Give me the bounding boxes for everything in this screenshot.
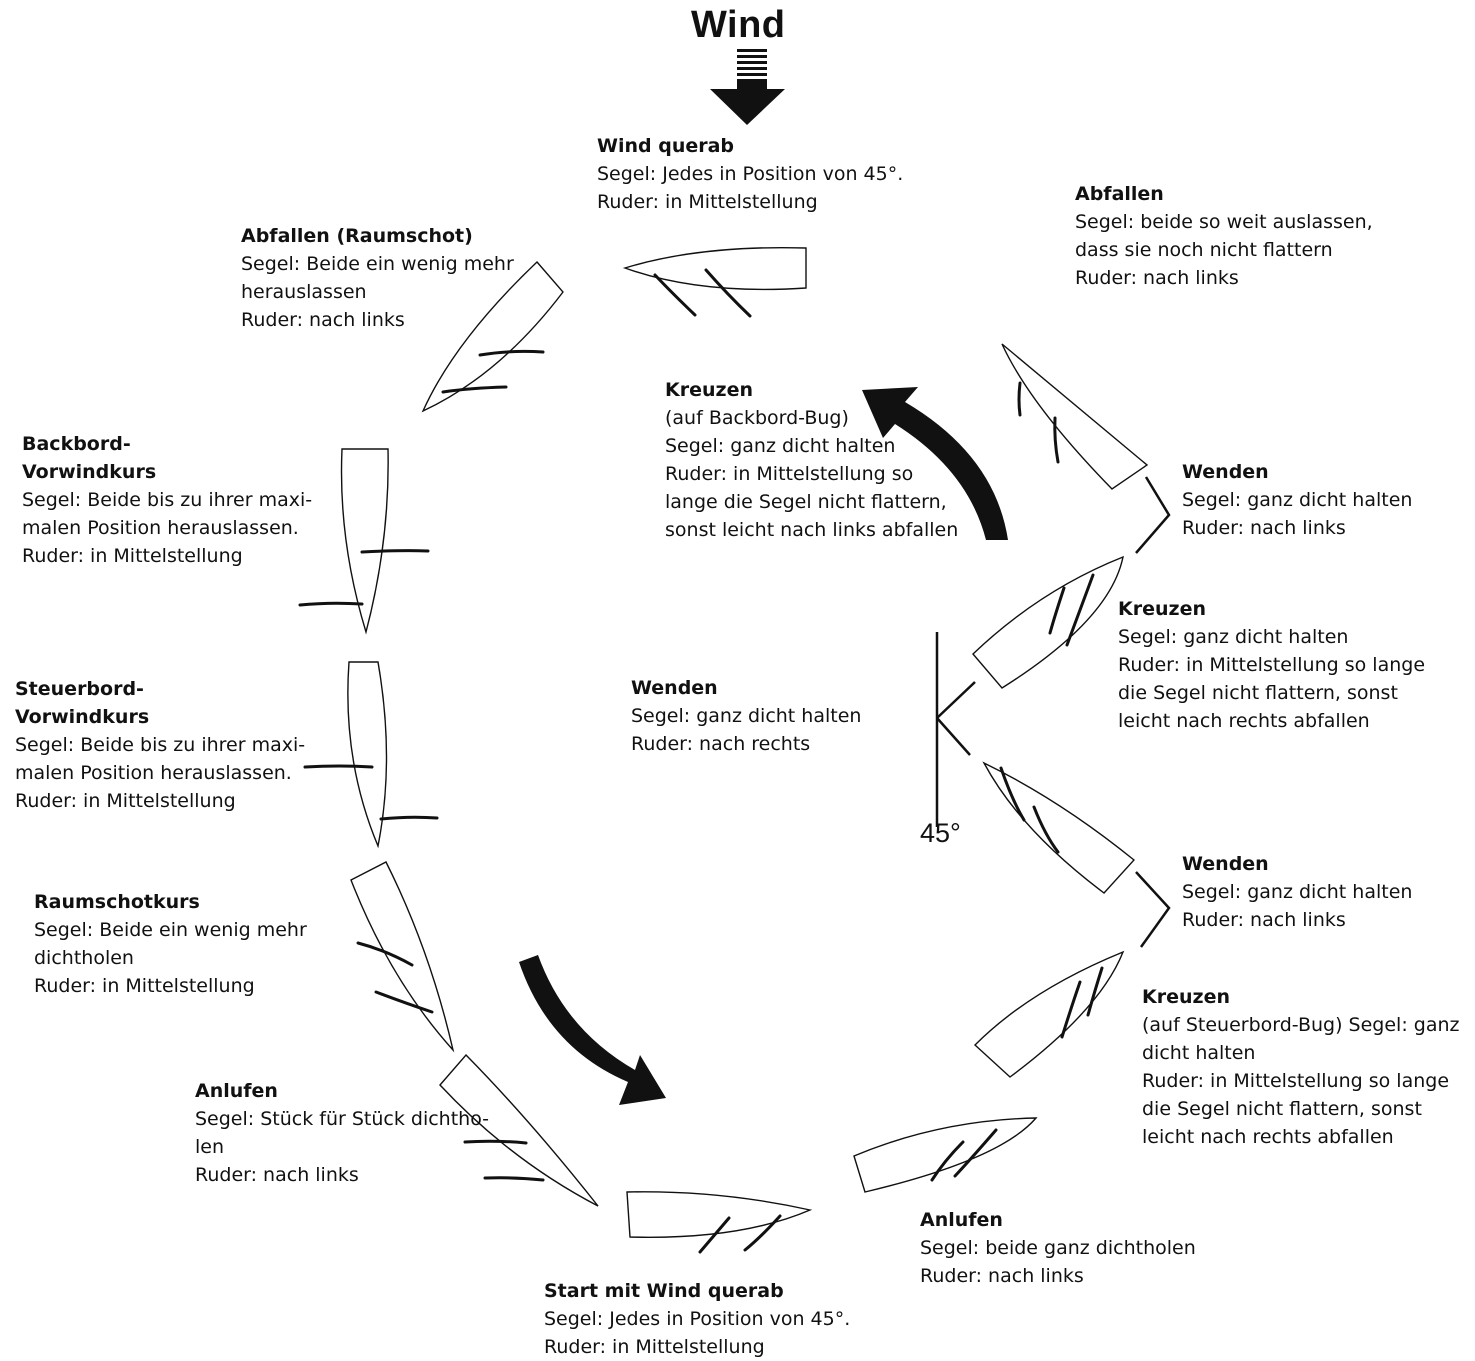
boat-backbord-vorwind (340, 448, 389, 635)
label-kreuzen-right-1: Kreuzen Segel: ganz dicht halten Ruder: … (1118, 598, 1426, 732)
angle-line-down (936, 717, 971, 756)
boat-kreuzen-steuerbord (973, 950, 1125, 1078)
label-steuerbord-vorwind: Steuerbord- Vorwindkurs Segel: Beide bis… (15, 678, 306, 812)
label-kreuzen-steuerbord: Kreuzen (auf Steuerbord-Bug) Segel: ganz… (1142, 986, 1460, 1148)
boat-abfallen-raumschot (421, 260, 564, 413)
wind-title: Wind (691, 4, 786, 46)
sail (441, 385, 508, 394)
label-wind-querab: Wind querab Segel: Jedes in Position von… (597, 135, 904, 213)
sail (360, 549, 430, 554)
label-kreuzen-backbord: Kreuzen (auf Backbord-Bug) Segel: ganz d… (665, 379, 959, 541)
boat-steuerbord-vorwind (347, 661, 388, 849)
sail (463, 1139, 528, 1145)
curved-arrow-up (862, 387, 1008, 540)
tack-line-2 (1135, 871, 1171, 948)
sail (653, 273, 697, 317)
sail (374, 990, 434, 1014)
sail (478, 349, 545, 357)
curved-arrow-down (519, 955, 666, 1105)
label-wenden-center: Wenden Segel: ganz dicht halten Ruder: n… (631, 677, 862, 755)
boat-wind-querab (622, 246, 807, 291)
sail (999, 766, 1026, 822)
sail (704, 268, 752, 318)
boat-start (626, 1191, 813, 1238)
boat-kreuzen-right-2 (982, 761, 1136, 894)
sail (303, 764, 374, 769)
angle-label: 45° (920, 818, 961, 848)
sail (1017, 381, 1022, 417)
sail (1065, 573, 1095, 647)
label-wenden-right-1: Wenden Segel: ganz dicht halten Ruder: n… (1182, 461, 1413, 539)
wind-arrow (710, 49, 785, 125)
sail (1086, 966, 1104, 1017)
sail (930, 1140, 965, 1182)
sail (698, 1216, 731, 1254)
tack-line-1 (1135, 476, 1171, 554)
sail (1032, 805, 1060, 854)
sail (1053, 416, 1060, 464)
boat-anlufen-left (439, 1053, 599, 1207)
sail (379, 815, 439, 821)
sail (356, 941, 414, 967)
sail (743, 1214, 782, 1252)
label-raumschotkurs: Raumschotkurs Segel: Beide ein wenig meh… (34, 891, 307, 997)
label-backbord-vorwind: Backbord- Vorwindkurs Segel: Beide bis z… (22, 433, 313, 567)
label-start: Start mit Wind querab Segel: Jedes in Po… (544, 1280, 851, 1358)
label-abfallen-raumschot: Abfallen (Raumschot) Segel: Beide ein we… (241, 225, 514, 331)
angle-line-up (936, 681, 976, 719)
boat-abfallen-right (1001, 343, 1149, 490)
sail (1060, 980, 1082, 1039)
sail (298, 601, 364, 607)
label-abfallen-right: Abfallen Segel: beide so weit auslassen,… (1075, 183, 1373, 289)
boat-raumschot (350, 861, 455, 1053)
label-anlufen-right: Anlufen Segel: beide ganz dichtholen Rud… (920, 1209, 1196, 1287)
sail (953, 1128, 998, 1178)
boat-kreuzen-right-1 (972, 555, 1124, 689)
sail (483, 1176, 545, 1182)
label-anlufen-left: Anlufen Segel: Stück für Stück dichtho- … (195, 1080, 490, 1186)
boat-anlufen-right (853, 1117, 1038, 1193)
label-wenden-right-2: Wenden Segel: ganz dicht halten Ruder: n… (1182, 853, 1413, 931)
sail (1048, 586, 1066, 635)
